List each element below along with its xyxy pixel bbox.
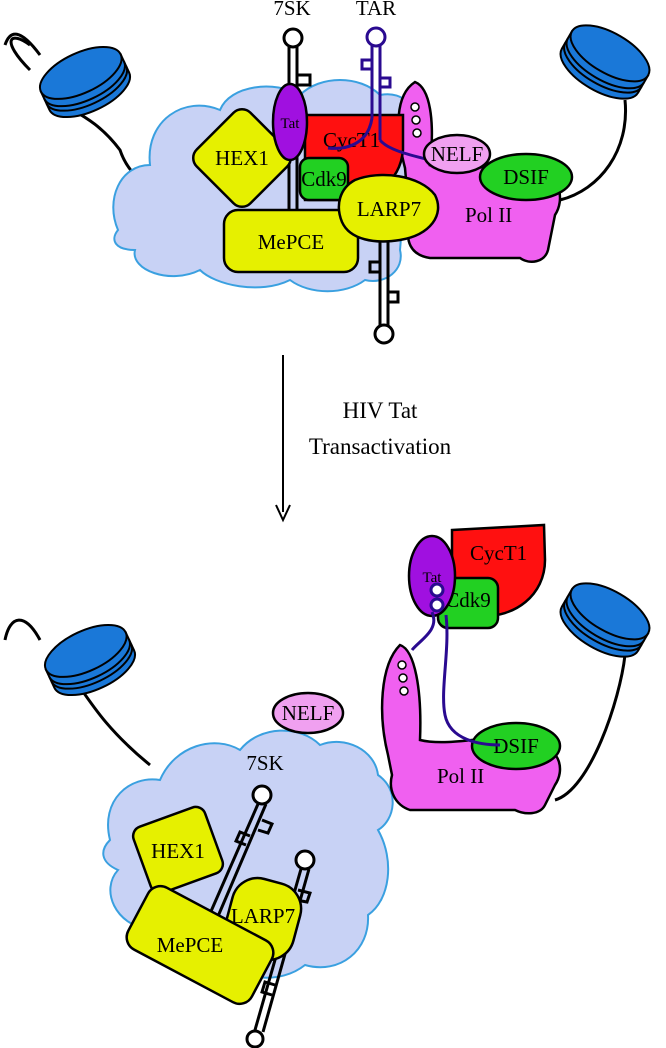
label-tat-top: Tat xyxy=(281,116,301,132)
mepce-bottom xyxy=(125,884,275,1006)
label-7sk-bottom: 7SK xyxy=(246,751,283,775)
label-pol2-top: Pol II xyxy=(465,203,512,227)
label-tat-bottom: Tat xyxy=(423,570,443,586)
top-panel: 7SK Pol II CycT1 HEX1 Tat Cdk9 TAR xyxy=(3,0,660,345)
transition-label-line1: HIV Tat xyxy=(343,398,418,423)
dna-strand-bottom xyxy=(3,618,627,812)
nelf-bottom xyxy=(271,691,345,735)
label-larp7-top: LARP7 xyxy=(357,197,421,221)
larp7-top xyxy=(337,173,440,243)
hex1-bottom xyxy=(131,805,225,895)
mepce-top xyxy=(222,208,360,274)
label-7sk-top: 7SK xyxy=(273,0,310,20)
label-larp7-bottom: LARP7 xyxy=(231,904,295,928)
label-hex1-bottom: HEX1 xyxy=(151,839,205,863)
cdk9-top xyxy=(298,156,350,202)
label-dsif-top: DSIF xyxy=(503,165,549,189)
tat-top xyxy=(271,82,309,162)
label-dsif-bottom: DSIF xyxy=(493,734,539,758)
dsif-top xyxy=(478,152,574,202)
label-mepce-top: MePCE xyxy=(258,230,325,254)
nucleosome-bottom-right xyxy=(550,571,660,669)
hex1-top xyxy=(191,107,293,209)
tar-rna-bottom xyxy=(410,582,501,747)
dsif-bottom xyxy=(470,721,562,771)
label-nelf-bottom: NELF xyxy=(282,701,335,725)
label-tar-top: TAR xyxy=(356,0,396,20)
label-mepce-bottom: MePCE xyxy=(157,933,224,957)
label-cyct1-bottom: CycT1 xyxy=(470,541,527,565)
nelf-top xyxy=(422,133,492,175)
bottom-panel: 7SK HEX1 LARP7 MePCE NELF xyxy=(3,523,660,1048)
label-pol2-bottom: Pol II xyxy=(437,764,484,788)
nucleosome-top-left xyxy=(31,35,139,129)
transition-label-line2: Transactivation xyxy=(309,434,452,459)
transition: HIV Tat Transactivation xyxy=(275,355,452,523)
nucleosome-top-right xyxy=(550,13,660,111)
label-cdk9-top: Cdk9 xyxy=(301,167,347,191)
label-nelf-top: NELF xyxy=(431,142,484,166)
label-hex1-top: HEX1 xyxy=(215,146,269,170)
nucleosome-bottom-left xyxy=(36,613,144,707)
